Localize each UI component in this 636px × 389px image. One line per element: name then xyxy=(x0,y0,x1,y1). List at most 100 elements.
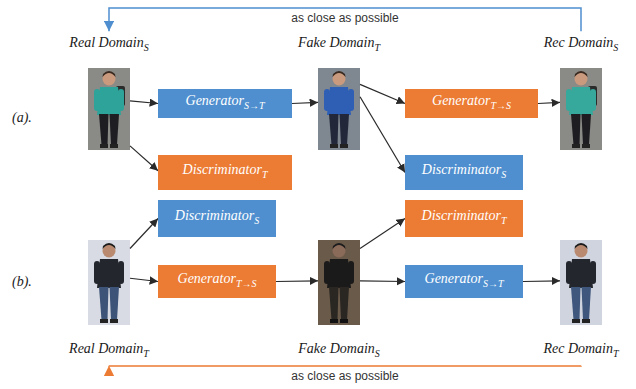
person-photo xyxy=(318,68,360,150)
flow-arrow xyxy=(276,280,318,282)
box-label: GeneratorS→T xyxy=(425,271,504,292)
shoe xyxy=(572,144,580,148)
flow-arrow xyxy=(523,280,560,282)
arm xyxy=(118,261,124,284)
leg xyxy=(99,114,109,145)
flow-arrow xyxy=(130,219,158,249)
person-photo xyxy=(318,240,360,325)
flow-arrow xyxy=(360,84,405,103)
leg xyxy=(582,114,592,145)
discriminator-box: DiscriminatorS xyxy=(158,200,276,237)
arm xyxy=(324,261,330,284)
flow-arrow xyxy=(130,101,158,104)
shoe xyxy=(330,319,338,323)
leg xyxy=(582,287,592,320)
subscript-text: S xyxy=(254,215,259,226)
shirt xyxy=(569,87,593,115)
generator-box: GeneratorT→S xyxy=(158,265,276,298)
edge-label: as close as possible xyxy=(288,11,401,25)
generator-box: GeneratorS→T xyxy=(158,89,292,118)
domain-label: Real DomainS xyxy=(69,35,148,56)
subscript-text: S xyxy=(501,169,506,180)
domain-photo: Rec DomainT xyxy=(560,240,602,325)
jacket xyxy=(327,259,351,288)
shoe xyxy=(572,319,580,323)
generator-box: GeneratorT→S xyxy=(405,89,538,118)
domain-label: Rec DomainS xyxy=(544,35,619,56)
person-photo xyxy=(560,240,602,325)
person-photo xyxy=(88,68,130,150)
hair xyxy=(575,71,588,77)
discriminator-box: DiscriminatorT xyxy=(405,200,523,237)
photo-ground xyxy=(560,240,602,325)
subscript-text: S xyxy=(144,42,149,53)
domain-label: Rec DomainT xyxy=(543,341,618,362)
arm xyxy=(566,261,572,284)
box-label: GeneratorT→S xyxy=(178,271,257,292)
person-photo xyxy=(88,240,130,325)
generator-box: GeneratorS→T xyxy=(405,265,523,298)
subscript-text: S xyxy=(613,42,618,53)
subscript-text: T xyxy=(613,348,619,359)
name-text: Rec Domain xyxy=(543,341,613,356)
name-text: Discriminator xyxy=(422,162,501,177)
box-label: DiscriminatorT xyxy=(422,208,507,229)
name-text: Real Domain xyxy=(69,35,143,50)
hair xyxy=(103,71,116,77)
box-label: GeneratorT→S xyxy=(432,93,511,114)
leg xyxy=(329,287,339,320)
domain-photo: Rec DomainS xyxy=(560,68,602,150)
subscript-text: T xyxy=(501,215,507,226)
flow-arrow xyxy=(360,280,405,282)
leg xyxy=(571,287,581,320)
name-text: Rec Domain xyxy=(544,35,614,50)
photo-ground xyxy=(88,68,130,150)
cycle-loss-bracket xyxy=(109,8,581,31)
cycle-loss-bracket xyxy=(109,365,581,367)
shoe xyxy=(100,144,108,148)
domain-photo: Real DomainS xyxy=(88,68,130,150)
box-label: DiscriminatorT xyxy=(183,162,268,183)
arm xyxy=(94,261,100,284)
subscript-text: T xyxy=(375,42,381,53)
name-text: Discriminator xyxy=(183,162,262,177)
photo-ground xyxy=(560,68,602,150)
flow-arrow xyxy=(130,146,158,171)
discriminator-box: DiscriminatorS xyxy=(405,155,523,190)
leg xyxy=(110,287,120,320)
arm xyxy=(590,261,596,284)
domain-photo: Fake DomainT xyxy=(318,68,360,150)
leg xyxy=(99,287,109,320)
hair xyxy=(575,243,588,249)
shoe xyxy=(340,319,348,323)
box-label: DiscriminatorS xyxy=(175,208,259,229)
hair xyxy=(103,243,116,249)
shoe xyxy=(110,319,118,323)
arm xyxy=(348,89,354,111)
arm xyxy=(590,89,596,111)
subscript-text: S xyxy=(375,348,380,359)
box-label: GeneratorS→T xyxy=(186,93,265,114)
subscript-text: T→S xyxy=(236,278,257,289)
name-text: Fake Domain xyxy=(298,35,375,50)
domain-label: Fake DomainS xyxy=(298,341,380,362)
subscript-text: T xyxy=(262,169,268,180)
arm xyxy=(118,89,124,111)
edge-label: as close as possible xyxy=(288,369,401,383)
domain-label: Real DomainT xyxy=(69,341,149,362)
shoe xyxy=(340,144,348,148)
name-text: Generator xyxy=(425,271,483,286)
domain-photo: Fake DomainS xyxy=(318,240,360,325)
person-photo xyxy=(560,68,602,150)
flow-arrow xyxy=(292,102,318,103)
name-text: Generator xyxy=(178,271,236,286)
shirt xyxy=(97,87,121,115)
domain-label: Fake DomainT xyxy=(298,35,380,56)
arm xyxy=(348,261,354,284)
panel-label: (b). xyxy=(12,274,32,290)
leg xyxy=(571,114,581,145)
name-text: Discriminator xyxy=(422,208,501,223)
shoe xyxy=(582,144,590,148)
